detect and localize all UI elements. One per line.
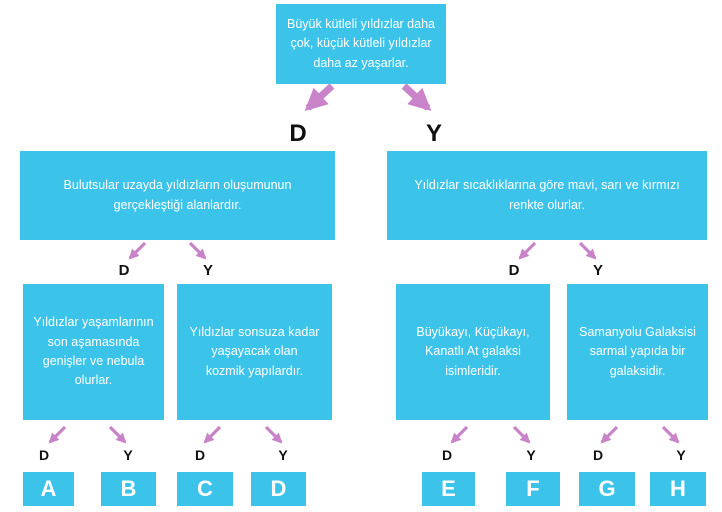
outcome-h: H <box>650 472 706 506</box>
b4-true-label: D <box>592 447 604 463</box>
arrow-root-true <box>304 83 335 112</box>
level2-text-4: Samanyolu Galaksisi sarmal yapıda bir ga… <box>579 324 696 378</box>
l1-left-true-label: D <box>118 262 130 279</box>
level2-text-1: Yıldızlar yaşamlarının son aşamasında ge… <box>33 315 154 388</box>
b4-false-label: Y <box>676 447 686 463</box>
root-statement-text: Büyük kütleli yıldızlar daha çok, küçük … <box>287 16 435 70</box>
arrow-b3-true <box>450 425 469 444</box>
outcome-g: G <box>579 472 635 506</box>
root-statement-box: Büyük kütleli yıldızlar daha çok, küçük … <box>276 4 446 84</box>
arrow-l1-left-false <box>188 241 207 260</box>
level2-text-3: Büyükayı, Küçükayı, Kanatlı At galaksi i… <box>416 324 530 378</box>
arrow-b1-true <box>48 425 67 444</box>
level2-box-2: Yıldızlar sonsuza kadar yaşayacak olan k… <box>177 284 332 420</box>
level1-left-text: Bulutsular uzayda yıldızların oluşumunun… <box>63 178 292 212</box>
arrow-b2-true <box>203 425 222 444</box>
level2-text-2: Yıldızlar sonsuza kadar yaşayacak olan k… <box>189 324 320 378</box>
b2-false-label: Y <box>278 447 288 463</box>
arrow-l1-left-true <box>128 241 147 260</box>
b3-false-label: Y <box>526 447 536 463</box>
b3-true-label: D <box>441 447 453 463</box>
arrow-l1-right-false <box>578 241 597 260</box>
l1-left-false-label: Y <box>202 262 214 279</box>
level2-box-3: Büyükayı, Küçükayı, Kanatlı At galaksi i… <box>396 284 550 420</box>
root-false-label: Y <box>425 120 443 147</box>
outcome-f: F <box>506 472 560 506</box>
b2-true-label: D <box>194 447 206 463</box>
arrow-b1-false <box>108 425 127 444</box>
level2-box-1: Yıldızlar yaşamlarının son aşamasında ge… <box>23 284 164 420</box>
root-true-label: D <box>289 120 307 147</box>
l1-right-false-label: Y <box>592 262 604 279</box>
arrow-b2-false <box>264 425 283 444</box>
arrow-b3-false <box>512 425 531 444</box>
arrow-l1-right-true <box>518 241 537 260</box>
outcome-a: A <box>23 472 74 506</box>
arrow-b4-false <box>661 425 680 444</box>
l1-right-true-label: D <box>508 262 520 279</box>
outcome-d: D <box>251 472 306 506</box>
outcome-c: C <box>177 472 233 506</box>
outcome-b: B <box>101 472 156 506</box>
b1-false-label: Y <box>123 447 133 463</box>
level2-box-4: Samanyolu Galaksisi sarmal yapıda bir ga… <box>567 284 708 420</box>
outcome-e: E <box>422 472 475 506</box>
arrow-root-false <box>401 83 432 112</box>
level1-right-text: Yıldızlar sıcaklıklarına göre mavi, sarı… <box>414 178 680 212</box>
b1-true-label: D <box>38 447 50 463</box>
level1-right-box: Yıldızlar sıcaklıklarına göre mavi, sarı… <box>387 151 707 240</box>
arrow-b4-true <box>600 425 619 444</box>
level1-left-box: Bulutsular uzayda yıldızların oluşumunun… <box>20 151 335 240</box>
